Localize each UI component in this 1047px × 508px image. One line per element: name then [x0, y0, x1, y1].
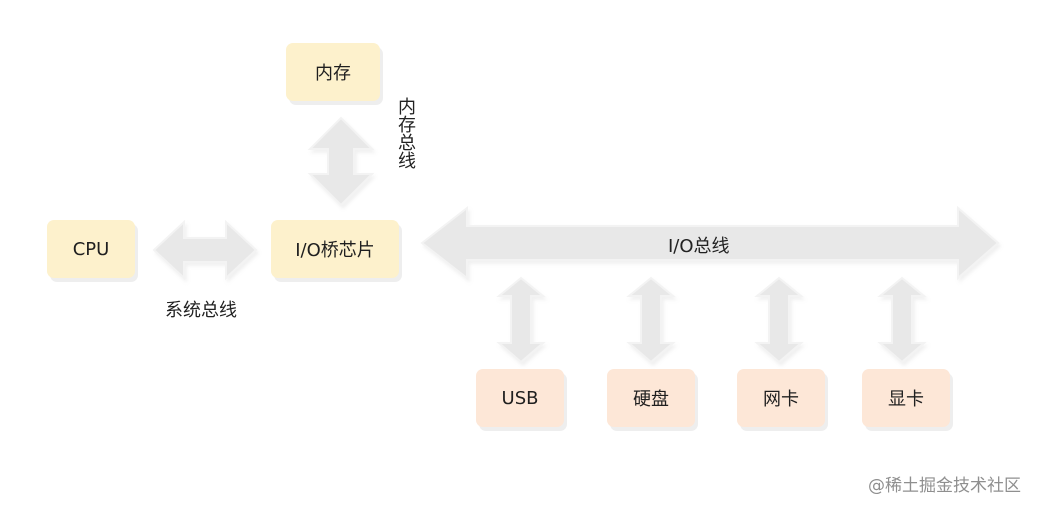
memory-bus-arrow: [307, 116, 375, 207]
hard-disk-box: 硬盘: [607, 369, 695, 427]
graphics-card-bus-arrow: [877, 276, 927, 364]
usb-box: USB: [476, 369, 564, 427]
io-bus-arrow: [420, 205, 1000, 281]
graphics-card-box: 显卡: [862, 369, 950, 427]
memory-bus-label: 内存总线: [395, 97, 416, 169]
system-bus-label: 系统总线: [165, 300, 237, 321]
io-bus-label: I/O总线: [668, 236, 730, 257]
cpu-box: CPU: [47, 220, 135, 278]
watermark: @稀土掘金技术社区: [868, 476, 1021, 496]
hard-disk-bus-arrow: [626, 276, 676, 364]
network-card-bus-arrow: [754, 276, 804, 364]
io-bridge-chip-box: I/O桥芯片: [271, 220, 399, 278]
network-card-box: 网卡: [737, 369, 825, 427]
usb-bus-arrow: [496, 276, 546, 364]
memory-box: 内存: [286, 43, 380, 101]
system-bus-arrow: [152, 219, 258, 281]
